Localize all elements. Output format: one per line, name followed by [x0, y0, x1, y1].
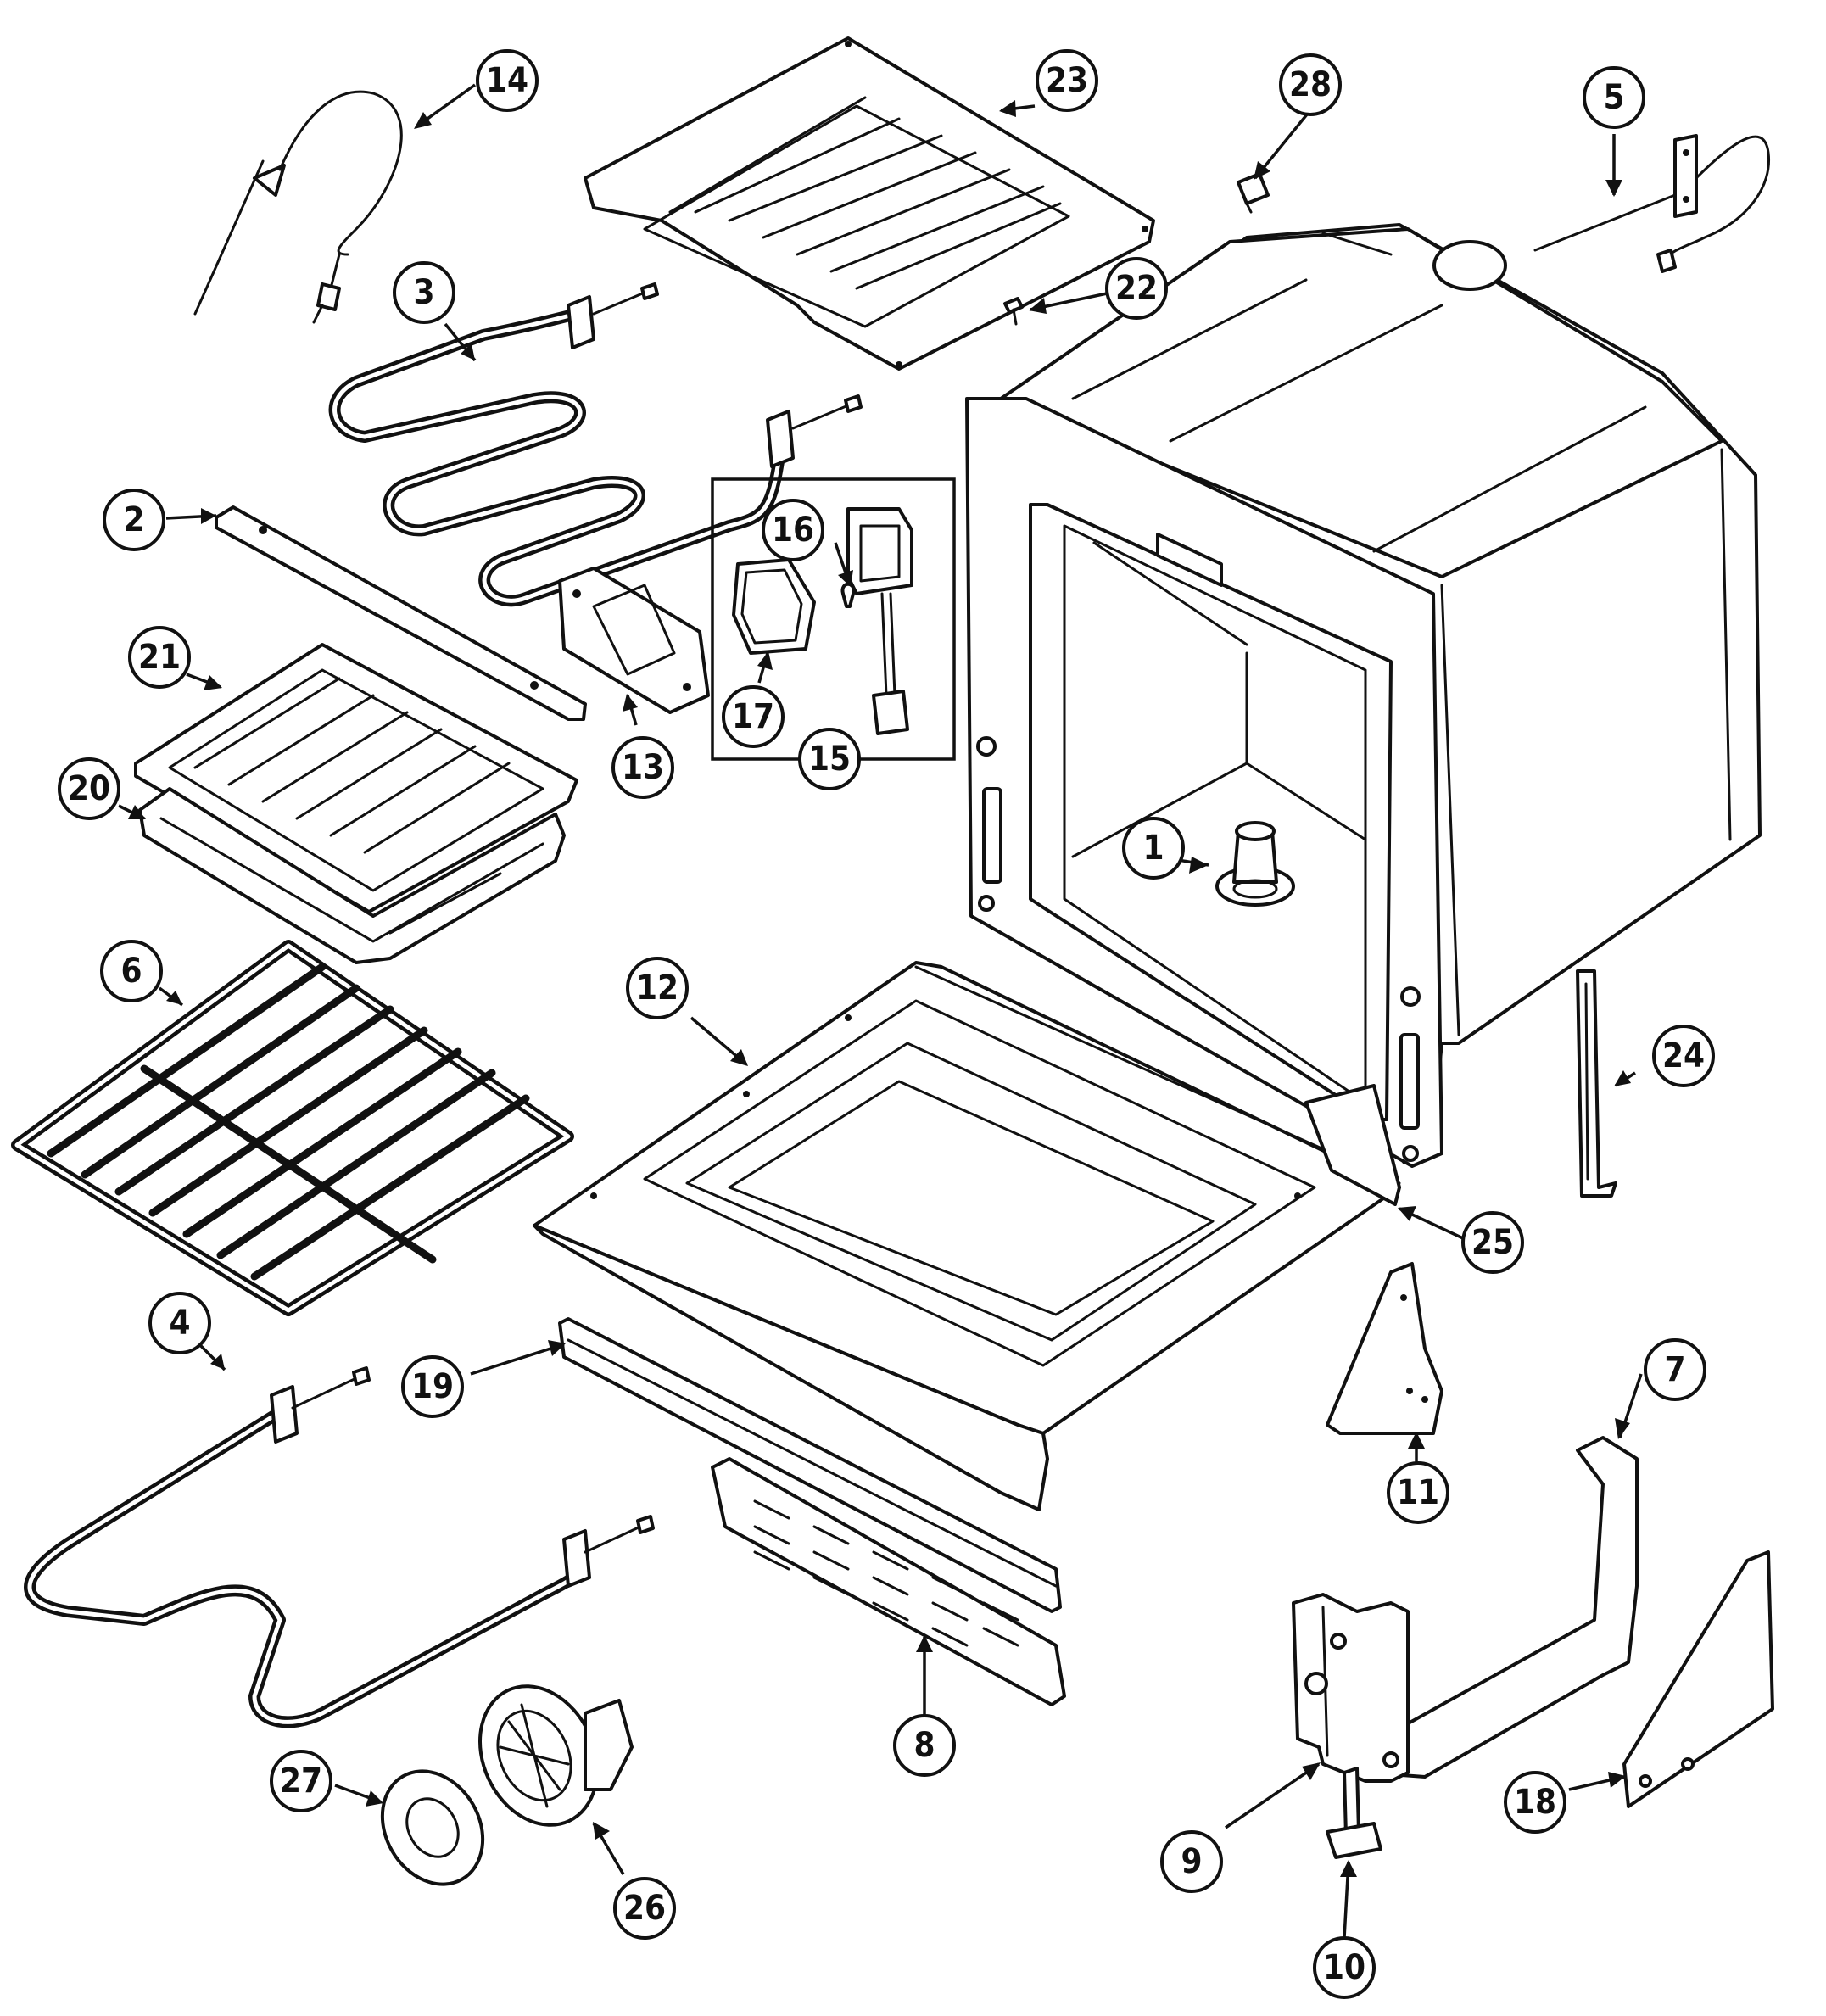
part-15-light-assembly-box — [711, 477, 956, 761]
callout-3: 3 — [393, 261, 455, 324]
leader-lines — [118, 83, 1643, 1939]
part-4-bake-element — [24, 1366, 655, 1728]
callout-16-label: 16 — [772, 511, 814, 550]
part-20-broil-pan — [138, 787, 566, 964]
callout-14: 14 — [476, 49, 539, 112]
part-9-leveling-bracket — [1292, 1593, 1410, 1783]
callout-7-label: 7 — [1664, 1350, 1685, 1389]
part-26-convection-fan — [478, 1684, 634, 1827]
callout-labels: 1 2 3 4 5 6 7 8 9 10 11 12 13 14 15 16 1… — [58, 49, 1715, 1999]
callout-14-label: 14 — [486, 61, 528, 100]
callout-26-label: 26 — [623, 1889, 666, 1928]
callout-10: 10 — [1313, 1936, 1376, 1999]
part-11-hinge-receiver — [1326, 1262, 1443, 1435]
callout-23-label: 23 — [1046, 61, 1088, 100]
callout-1-label: 1 — [1142, 829, 1164, 868]
callout-24: 24 — [1652, 1025, 1715, 1087]
callout-22: 22 — [1105, 257, 1168, 320]
callout-27: 27 — [270, 1750, 332, 1812]
callout-26: 26 — [613, 1877, 676, 1940]
callout-28-label: 28 — [1289, 65, 1332, 104]
callout-21: 21 — [128, 626, 191, 689]
callout-20: 20 — [58, 757, 120, 820]
part-5-temperature-sensor — [1533, 134, 1771, 273]
callout-25: 25 — [1461, 1211, 1524, 1274]
callout-2-label: 2 — [123, 500, 144, 539]
callout-4-label: 4 — [169, 1304, 190, 1343]
callout-17-label: 17 — [732, 697, 774, 736]
callout-9-label: 9 — [1181, 1842, 1202, 1881]
callout-19: 19 — [401, 1355, 464, 1418]
callout-11-label: 11 — [1397, 1473, 1439, 1512]
callout-16: 16 — [762, 499, 824, 561]
part-23-top-panel — [584, 36, 1155, 371]
callout-24-label: 24 — [1662, 1036, 1705, 1075]
callout-3-label: 3 — [413, 273, 434, 312]
oven-cavity — [965, 223, 1762, 1168]
part-3-broil-element — [328, 282, 863, 607]
callout-7: 7 — [1644, 1338, 1706, 1401]
callout-5: 5 — [1583, 66, 1645, 129]
callout-18: 18 — [1504, 1771, 1566, 1834]
callout-18-label: 18 — [1514, 1783, 1556, 1822]
callout-22-label: 22 — [1115, 269, 1158, 308]
callout-17: 17 — [722, 685, 785, 748]
part-19-front-trim — [558, 1317, 1062, 1613]
callout-6: 6 — [100, 940, 163, 1002]
part-13-gasket-plate — [558, 567, 710, 714]
callout-23: 23 — [1036, 49, 1098, 112]
part-6-oven-rack — [11, 940, 574, 1316]
callout-12-label: 12 — [636, 969, 678, 1008]
part-18-side-panel — [1622, 1550, 1774, 1808]
callout-11: 11 — [1387, 1461, 1449, 1524]
part-7-frame — [1355, 1436, 1639, 1779]
callout-10-label: 10 — [1323, 1948, 1365, 1987]
callout-9: 9 — [1160, 1830, 1223, 1893]
callout-8: 8 — [893, 1714, 956, 1777]
callout-12: 12 — [626, 957, 689, 1019]
callout-19-label: 19 — [411, 1367, 454, 1406]
callout-5-label: 5 — [1603, 78, 1624, 117]
part-2-bracket-strip — [215, 505, 587, 721]
part-21-broil-pan-insert — [134, 643, 578, 913]
callout-13: 13 — [611, 736, 674, 799]
callout-15: 15 — [798, 728, 861, 790]
part-28-clip — [1237, 172, 1270, 214]
part-27-fan-cover — [380, 1769, 485, 1886]
callout-20-label: 20 — [68, 769, 110, 808]
part-12-oven-bottom — [533, 961, 1401, 1511]
callout-15-label: 15 — [808, 740, 851, 779]
part-8-vent-panel — [711, 1457, 1066, 1706]
callout-28: 28 — [1279, 53, 1342, 116]
part-25-rear-flange — [1304, 1084, 1401, 1206]
part-24-side-bracket — [1576, 969, 1617, 1198]
part-1-fan-cone — [1215, 821, 1295, 907]
part-22-screw — [1003, 297, 1024, 326]
callout-27-label: 27 — [280, 1762, 322, 1801]
callout-4: 4 — [148, 1292, 211, 1354]
callout-6-label: 6 — [120, 952, 142, 991]
callout-1: 1 — [1122, 817, 1185, 880]
part-14-oven-sensor — [193, 90, 403, 324]
callout-25-label: 25 — [1471, 1223, 1514, 1262]
callout-21-label: 21 — [138, 638, 181, 677]
part-10-leveling-leg — [1326, 1767, 1382, 1859]
callout-13-label: 13 — [622, 748, 664, 787]
callout-8-label: 8 — [913, 1726, 935, 1765]
callout-2: 2 — [103, 489, 165, 551]
